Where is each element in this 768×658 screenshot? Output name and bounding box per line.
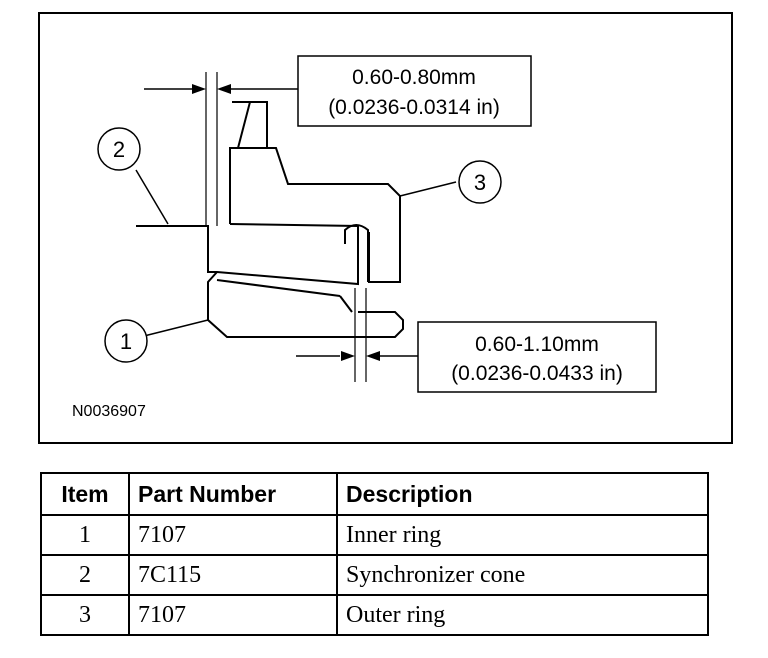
cell-item: 3: [40, 594, 130, 636]
dimension-bottom-metric: 0.60-1.10mm: [475, 333, 599, 356]
arrow-top-left: [192, 84, 206, 94]
callout-1: 1: [104, 319, 148, 363]
outer-ring-tooth-edge: [237, 101, 251, 149]
dimension-box-bottom: 0.60-1.10mm (0.0236-0.0433 in): [417, 321, 657, 393]
table-row: 3 7107 Outer ring: [40, 594, 709, 636]
callout-2: 2: [97, 127, 141, 171]
arrow-bottom-left: [341, 351, 355, 361]
dimension-top-imperial: (0.0236-0.0314 in): [328, 96, 500, 119]
table-row: 1 7107 Inner ring: [40, 514, 709, 556]
figure-reference-code: N0036907: [72, 403, 146, 420]
dimension-bottom-imperial: (0.0236-0.0433 in): [451, 362, 623, 385]
table-row: 2 7C115 Synchronizer cone: [40, 554, 709, 596]
cell-part-number: 7107: [128, 514, 338, 556]
callout-2-label: 2: [113, 137, 125, 162]
inner-ring-shape: [207, 271, 404, 338]
synchronizer-diagram: 2 3 1 0.60-0.80mm (0.0236-0.0314 in) 0.6…: [72, 55, 657, 420]
arrow-bottom-right: [366, 351, 380, 361]
outer-ring-tip: [344, 224, 369, 282]
table-header-row: Item Part Number Description: [40, 472, 709, 516]
dimension-top-metric: 0.60-0.80mm: [352, 66, 476, 89]
cell-item: 1: [40, 514, 130, 556]
outer-ring-tooth: [232, 101, 268, 148]
diagram-frame: 2 3 1 0.60-0.80mm (0.0236-0.0314 in) 0.6…: [38, 12, 733, 444]
outer-ring-shape: [229, 147, 401, 283]
header-part-number: Part Number: [128, 472, 338, 516]
synchronizer-cone-shape: [136, 223, 359, 286]
header-item: Item: [40, 472, 130, 516]
callout-3: 3: [458, 160, 502, 204]
callout-3-label: 3: [474, 170, 486, 195]
arrow-top-right: [217, 84, 231, 94]
inner-ring-face-tip: [339, 295, 353, 313]
cell-description: Inner ring: [336, 514, 709, 556]
parts-table: Item Part Number Description 1 7107 Inne…: [40, 472, 709, 636]
cell-item: 2: [40, 554, 130, 596]
header-description: Description: [336, 472, 709, 516]
inner-ring-face: [216, 279, 341, 297]
cell-part-number: 7107: [128, 594, 338, 636]
dimension-box-top: 0.60-0.80mm (0.0236-0.0314 in): [297, 55, 532, 127]
callout-1-label: 1: [120, 329, 132, 354]
cell-part-number: 7C115: [128, 554, 338, 596]
cell-description: Synchronizer cone: [336, 554, 709, 596]
cell-description: Outer ring: [336, 594, 709, 636]
